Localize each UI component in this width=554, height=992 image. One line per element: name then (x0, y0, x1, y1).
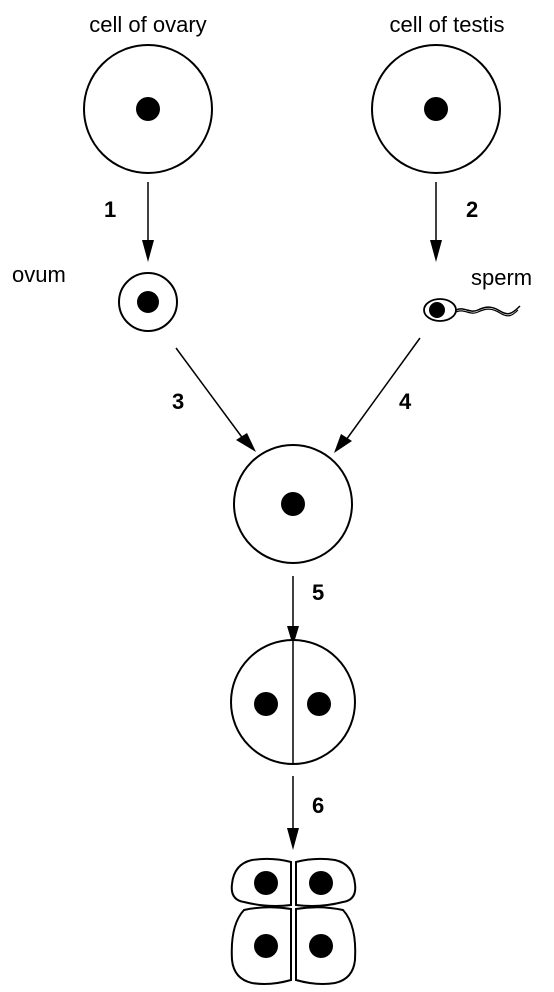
sperm (423, 298, 521, 322)
step-6-label: 6 (312, 793, 324, 818)
arrow-4 (334, 337, 421, 453)
four-cell-embryo (230, 857, 357, 985)
testis-cell (371, 44, 501, 174)
arrow-1 (142, 182, 154, 262)
step-3-label: 3 (172, 389, 184, 414)
step-2-label: 2 (466, 197, 478, 222)
arrow-3 (175, 347, 256, 452)
step-5-label: 5 (312, 580, 324, 605)
arrow-5 (287, 576, 299, 646)
step-1-label: 1 (104, 197, 116, 222)
arrow-6 (287, 776, 299, 850)
testis-cell-label: cell of testis (390, 12, 505, 37)
ovary-cell (83, 44, 213, 174)
zygote (233, 444, 353, 564)
arrow-2 (430, 182, 442, 262)
ovum-label: ovum (12, 262, 66, 287)
step-4-label: 4 (399, 389, 412, 414)
sperm-label: sperm (471, 265, 532, 290)
ovary-cell-label: cell of ovary (89, 12, 206, 37)
ovum (118, 272, 178, 332)
two-cell-embryo (230, 639, 356, 765)
